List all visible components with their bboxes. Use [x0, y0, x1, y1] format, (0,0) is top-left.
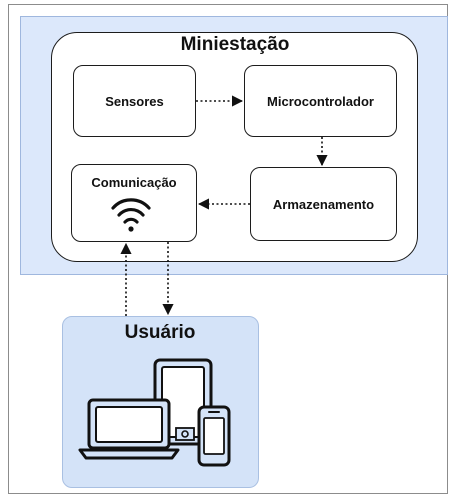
- user-title: Usuário: [124, 322, 196, 343]
- microcontroller-node: Microcontrolador: [244, 65, 397, 137]
- phone-icon: [197, 405, 231, 467]
- storage-node: Armazenamento: [250, 167, 397, 241]
- storage-label: Armazenamento: [272, 196, 375, 212]
- sensors-node: Sensores: [73, 65, 196, 137]
- sensors-label: Sensores: [105, 93, 164, 109]
- communication-label: Comunicação: [91, 175, 177, 190]
- wifi-icon: [111, 198, 151, 232]
- tablet-home-button-icon: [175, 427, 195, 441]
- station-title: Miniestação: [180, 34, 290, 55]
- laptop-icon: [78, 398, 180, 460]
- communication-node: Comunicação: [71, 164, 197, 242]
- microcontroller-label: Microcontrolador: [267, 93, 374, 109]
